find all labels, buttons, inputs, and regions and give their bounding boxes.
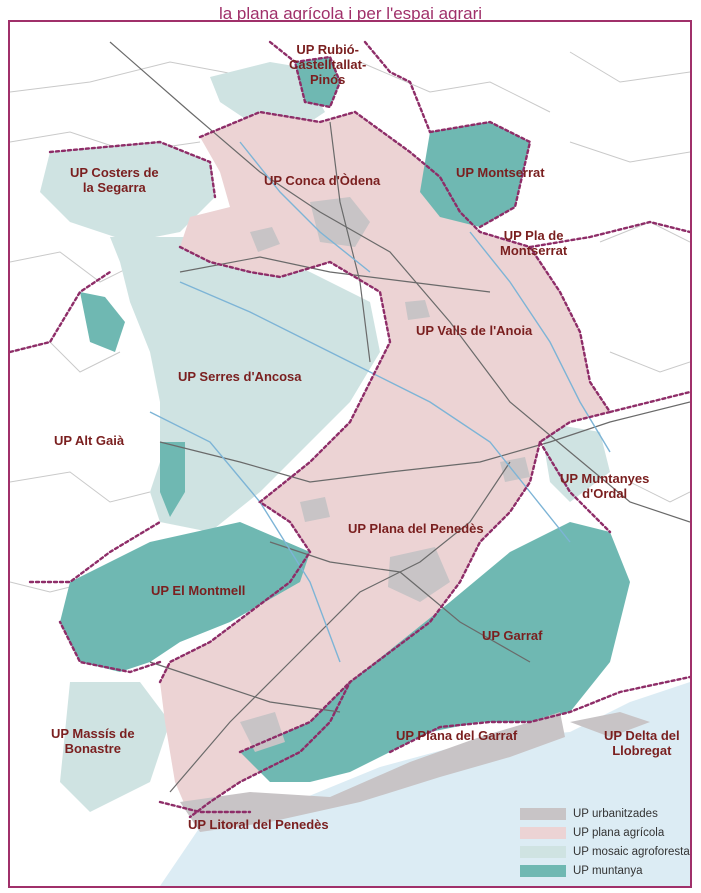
unit-label-alt-gaia: UP Alt Gaià [54,433,125,448]
legend-swatch [520,808,566,820]
legend-swatch [520,827,566,839]
map-caption: la plana agrícola i per l'espai agrari [218,4,483,23]
legend-label: UP mosaic agroforestal [573,846,692,858]
landscape-map [10,40,690,886]
legend-item: UP mosaic agroforestal [520,843,692,861]
legend-item: UP muntanya [520,862,690,880]
unit-label-serres: UP Serres d'Ancosa [178,369,302,384]
urban-areas [180,197,650,832]
unit-label-litoral: UP Litoral del Penedès [188,817,329,832]
unit-label-montserrat: UP Montserrat [456,165,545,180]
unit-label-valls: UP Valls de l'Anoia [416,323,533,338]
legend-label: UP muntanya [573,865,643,877]
legend-item: UP plana agrícola [520,824,690,842]
legend-label: UP plana agrícola [573,827,665,839]
unit-label-garraf: UP Garraf [482,628,543,643]
unit-label-conca: UP Conca d'Òdena [264,173,381,188]
map-frame: UP Rubió-Castelltallat-Pinós UP Costers … [8,20,692,888]
legend-swatch [520,865,566,877]
legend-item: UP urbanitzades [520,805,690,823]
unit-boundaries [10,40,690,819]
unit-label-plana-garraf: UP Plana del Garraf [396,728,518,743]
unit-label-rubio: UP Rubió-Castelltallat-Pinós [289,42,367,87]
main-roads [109,41,690,793]
mountain-zones [60,57,630,782]
agricultural-zones [160,112,610,817]
unit-label-montmell: UP El Montmell [151,583,246,598]
unit-label-plana-penedes: UP Plana del Penedès [348,521,484,536]
legend-label: UP urbanitzades [573,808,658,820]
legend-swatch [520,846,566,858]
mosaic-zones [40,62,610,812]
